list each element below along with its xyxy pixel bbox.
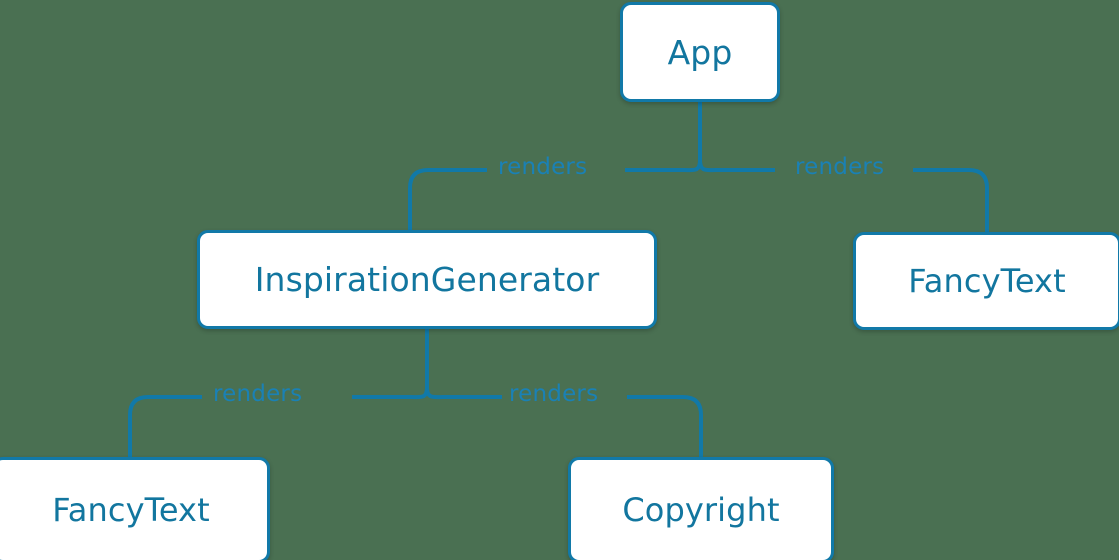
node-copyright[interactable]: Copyright [568, 457, 834, 560]
edge-label-app-to-inspirationgenerator: renders [498, 154, 588, 180]
edge-inspiration-split-left [352, 386, 429, 400]
edge-label-app-to-fancytext: renders [795, 154, 885, 180]
edge-inspiration-to-copyright [627, 395, 703, 457]
edge-label-inspirationgenerator-to-copyright: renders [509, 381, 599, 407]
node-inspirationgenerator-label: InspirationGenerator [254, 260, 600, 299]
node-inspirationgenerator[interactable]: InspirationGenerator [197, 230, 657, 329]
node-app-label: App [667, 32, 733, 72]
node-fancytext-right-label: FancyText [908, 262, 1066, 300]
edge-app-to-fancytext-right [913, 168, 989, 232]
node-fancytext-left-label: FancyText [52, 491, 210, 529]
edge-inspiration-split-right [425, 386, 502, 400]
node-fancytext-left[interactable]: FancyText [0, 457, 270, 560]
node-copyright-label: Copyright [622, 491, 780, 529]
node-fancytext-right[interactable]: FancyText [853, 232, 1119, 330]
edge-app-split-left [625, 159, 702, 173]
edge-app-to-inspiration [408, 168, 487, 230]
node-app[interactable]: App [620, 2, 780, 102]
edge-app-split-right [698, 159, 775, 173]
edge-inspiration-to-fancytext-left [128, 395, 202, 457]
edge-label-inspirationgenerator-to-fancytext: renders [213, 381, 303, 407]
